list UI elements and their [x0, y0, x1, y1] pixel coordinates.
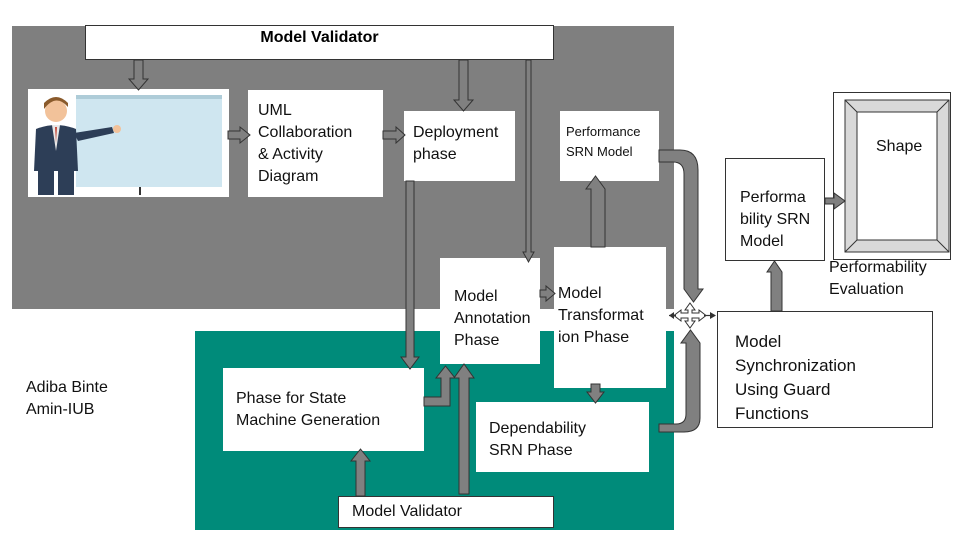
state-machine-label: Phase for State Machine Generation [236, 390, 381, 429]
arrow-title-to-illustration [127, 59, 150, 91]
model-annotation-label: Model Annotation Phase [454, 288, 531, 349]
bottom-model-validator [338, 496, 554, 528]
model-transformation-label: Model Transformat ion Phase [558, 285, 644, 346]
arrow-validator-to-annotation [453, 363, 475, 495]
arrow-illustration-to-uml [227, 125, 251, 145]
performance-srn-node [560, 111, 659, 181]
synchronization-label: Model Synchronization Using Guard Functi… [735, 332, 856, 423]
arrow-uml-to-deployment [382, 125, 406, 145]
arrow-sync-to-performability [766, 260, 783, 312]
author-note: Adiba Binte Amin-IUB [26, 379, 108, 418]
arrow-performability-to-shape [824, 192, 846, 210]
arrow-title-to-annotation [522, 59, 535, 264]
shape-label: Shape [876, 138, 923, 155]
presenter-illustration-icon [34, 95, 222, 195]
four-way-connector [673, 302, 707, 329]
deployment-label: Deployment phase [413, 124, 499, 163]
model-validator-title: Model Validator [85, 25, 554, 60]
dependability-node [476, 402, 649, 472]
arrow-title-to-deployment [452, 59, 475, 112]
presenter-illustration [28, 89, 229, 197]
state-machine-node [223, 368, 424, 451]
model-transformation-node [554, 247, 666, 388]
arrow-statemachine-to-annotation [423, 365, 457, 407]
arrow-deployment-to-statemachine [400, 180, 420, 370]
performability-srn-node [725, 158, 825, 261]
shape-node [833, 92, 951, 260]
arrow-transformation-to-dependability [585, 383, 606, 404]
bottom-model-validator-label: Model Validator [352, 503, 462, 520]
dependability-label: Dependability SRN Phase [489, 420, 586, 459]
uml-label: UML Collaboration & Activity Diagram [258, 102, 353, 185]
uml-node [248, 90, 383, 197]
arrow-dependability-to-center [658, 329, 701, 433]
synchronization-node [717, 311, 933, 428]
arrow-transformation-to-perfsrn [585, 175, 606, 248]
arrow-annotation-to-transformation [539, 284, 556, 303]
performability-srn-label: Performa bility SRN Model [740, 189, 811, 250]
arrow-validator-to-statemachine [349, 448, 372, 497]
performability-evaluation-label: Performability Evaluation [829, 259, 927, 298]
performance-srn-label: Performance SRN Model [566, 124, 641, 159]
arrow-perfsrn-to-center [658, 149, 704, 303]
deployment-node [404, 111, 515, 181]
model-annotation-node [440, 258, 540, 364]
